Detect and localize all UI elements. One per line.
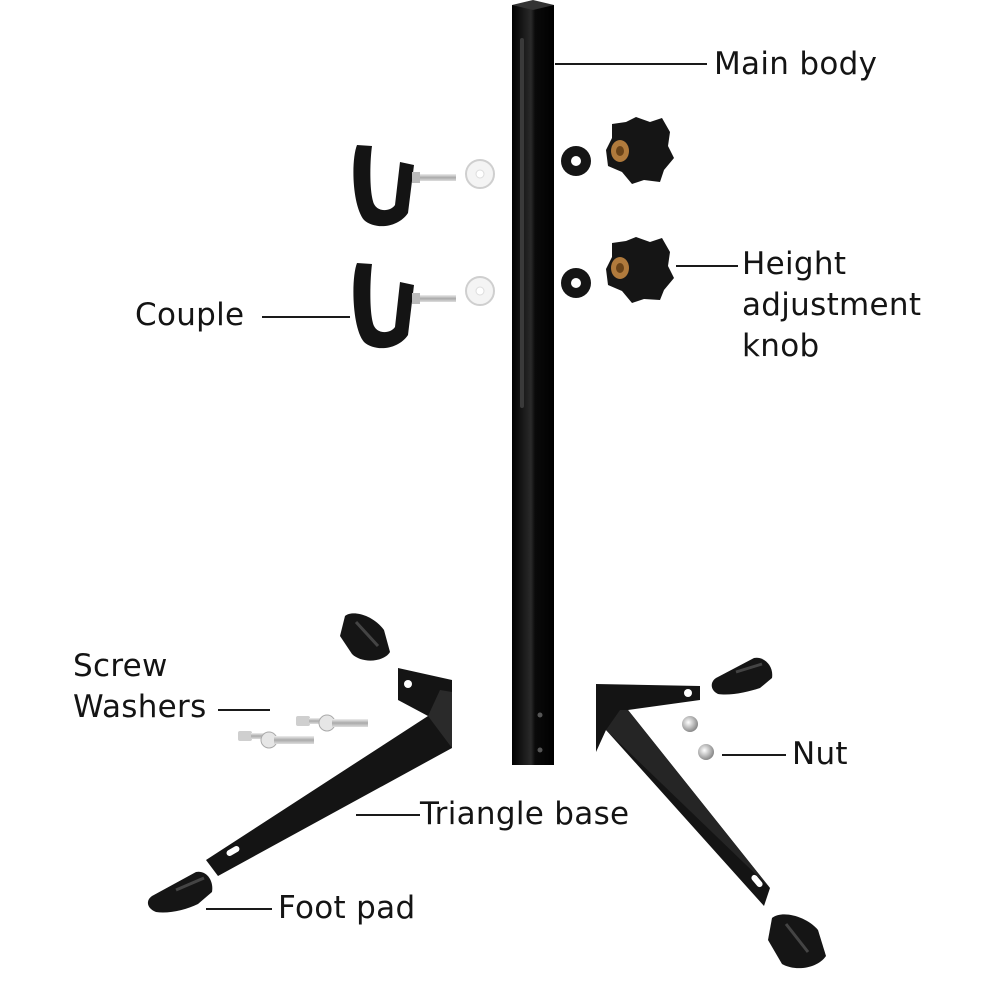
screw-washer-set: [238, 714, 368, 749]
label-height-adjustment-knob: Height adjustment knob: [742, 244, 921, 367]
couple-hook-top: [353, 145, 495, 227]
couple-hook-bottom: [353, 263, 495, 349]
label-foot-pad: Foot pad: [278, 890, 416, 926]
main-body-pole: [512, 0, 554, 765]
label-couple: Couple: [135, 297, 245, 333]
triangle-base-left: [206, 668, 452, 876]
label-screw-washers: Screw Washers: [73, 646, 207, 728]
label-screw-washers-line1: Screw: [73, 648, 168, 684]
label-triangle-base: Triangle base: [420, 796, 630, 832]
leader-nut: [722, 754, 786, 756]
leader-screw-washers: [218, 709, 270, 711]
height-adjustment-knob-top: [561, 117, 674, 184]
height-adjustment-knob-bottom: [561, 237, 674, 303]
foot-pad-top-right: [711, 657, 773, 695]
label-height-adjustment-knob-line3: knob: [742, 328, 820, 364]
foot-pad-bottom-right: [768, 914, 826, 969]
leader-triangle-base: [356, 814, 420, 816]
leader-foot-pad: [206, 908, 272, 910]
nut-parts: [682, 716, 714, 760]
triangle-base-right: [596, 684, 770, 906]
foot-pad-top-left: [340, 613, 390, 661]
label-nut: Nut: [792, 736, 848, 772]
leader-main-body: [555, 63, 707, 65]
leader-couple: [262, 316, 350, 318]
label-height-adjustment-knob-line1: Height: [742, 246, 847, 282]
leader-height-adjustment-knob: [676, 265, 738, 267]
label-main-body: Main body: [714, 46, 878, 82]
label-screw-washers-line2: Washers: [73, 689, 207, 725]
foot-pad-bottom-left: [147, 871, 213, 913]
label-height-adjustment-knob-line2: adjustment: [742, 287, 922, 323]
